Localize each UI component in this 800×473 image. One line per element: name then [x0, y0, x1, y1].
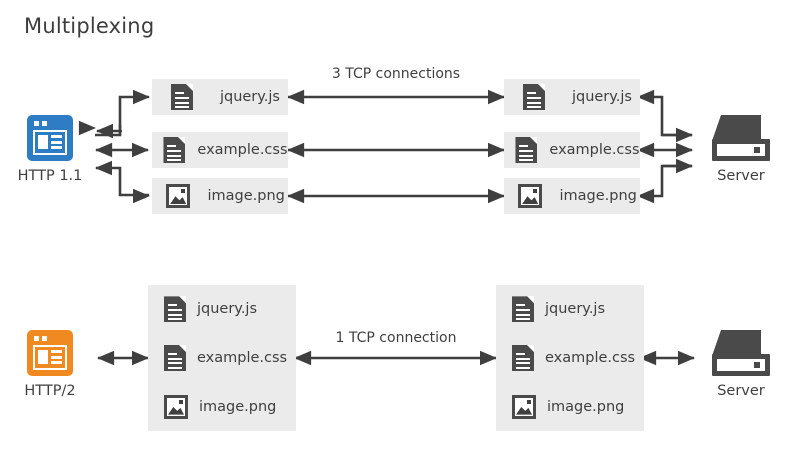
server-endpoint-http2[interactable]: Server: [696, 330, 786, 399]
resource-label: image.png: [547, 398, 625, 415]
resource-row[interactable]: example.css: [512, 340, 644, 376]
resource-label: jquery.js: [197, 301, 258, 318]
resource-label: jquery.js: [219, 89, 280, 105]
resource-box-server-example-http11[interactable]: example.css: [504, 132, 640, 168]
browser-window: [33, 130, 67, 155]
resource-row[interactable]: image.png: [164, 389, 296, 425]
resource-label: example.css: [549, 142, 640, 158]
resource-group-server-http2[interactable]: jquery.js example.css image.png: [496, 285, 644, 431]
connection-label-http11: 3 TCP connections: [331, 66, 461, 82]
image-icon: [164, 394, 188, 419]
server-icon: [712, 115, 770, 161]
resource-box-server-jquery-http11[interactable]: jquery.js: [504, 79, 640, 115]
resource-label: jquery.js: [545, 301, 606, 318]
browser-icon: [27, 330, 73, 376]
resource-label: example.css: [197, 349, 288, 366]
browser-dot: [34, 121, 39, 126]
server-icon: [712, 330, 770, 376]
client-label-http2: HTTP/2: [24, 383, 76, 399]
resource-box-server-image-http11[interactable]: image.png: [504, 178, 640, 214]
server-endpoint-http11[interactable]: Server: [696, 115, 786, 184]
resource-label: image.png: [199, 398, 277, 415]
resource-row[interactable]: example.css: [164, 340, 296, 376]
document-icon: [170, 84, 193, 110]
document-icon: [512, 296, 534, 323]
document-icon: [164, 344, 186, 371]
resource-label: image.png: [207, 188, 285, 204]
resource-label: jquery.js: [571, 89, 632, 105]
resource-group-client-http2[interactable]: jquery.js example.css image.png: [148, 285, 296, 431]
document-icon: [163, 137, 186, 163]
image-icon: [166, 184, 191, 208]
document-icon: [522, 84, 545, 110]
arrow-image-to-client-http11: [94, 160, 149, 197]
browser-icon: [27, 115, 73, 161]
browser-dot: [42, 121, 47, 126]
browser-line: [51, 135, 62, 138]
document-icon: [164, 296, 186, 323]
resource-label: example.css: [545, 349, 636, 366]
browser-line: [51, 140, 62, 144]
resource-label: example.css: [197, 142, 288, 158]
arrow-client-to-jquery-http11: [95, 89, 151, 137]
arrow-jquery-to-server-http11: [636, 89, 692, 137]
resource-label: image.png: [559, 188, 637, 204]
image-icon: [518, 184, 543, 208]
resource-box-client-jquery-http11[interactable]: jquery.js: [152, 79, 288, 115]
resource-row[interactable]: image.png: [512, 389, 644, 425]
server-label-http11: Server: [717, 168, 765, 184]
browser-dot: [42, 336, 47, 341]
resource-box-client-image-http11[interactable]: image.png: [152, 178, 288, 214]
connection-label-http2: 1 TCP connection: [335, 330, 457, 346]
arrow-image-to-server-http11: [636, 164, 692, 204]
browser-line: [51, 355, 62, 359]
document-icon: [515, 137, 538, 163]
resource-row[interactable]: jquery.js: [164, 291, 296, 327]
browser-dot: [34, 336, 39, 341]
client-endpoint-http2[interactable]: HTTP/2: [5, 330, 95, 399]
server-label-http2: Server: [717, 383, 765, 399]
browser-line: [51, 146, 62, 149]
resource-row[interactable]: jquery.js: [512, 291, 644, 327]
resource-box-client-example-http11[interactable]: example.css: [152, 132, 288, 168]
client-endpoint-http11[interactable]: HTTP 1.1: [5, 115, 95, 184]
document-icon: [512, 344, 534, 371]
page-title: Multiplexing: [24, 14, 155, 38]
browser-pane: [38, 135, 48, 149]
browser-line: [51, 361, 62, 364]
image-icon: [512, 394, 536, 419]
browser-pane: [38, 350, 48, 364]
client-label-http11: HTTP 1.1: [17, 168, 83, 184]
browser-line: [51, 350, 62, 353]
browser-window: [33, 345, 67, 370]
